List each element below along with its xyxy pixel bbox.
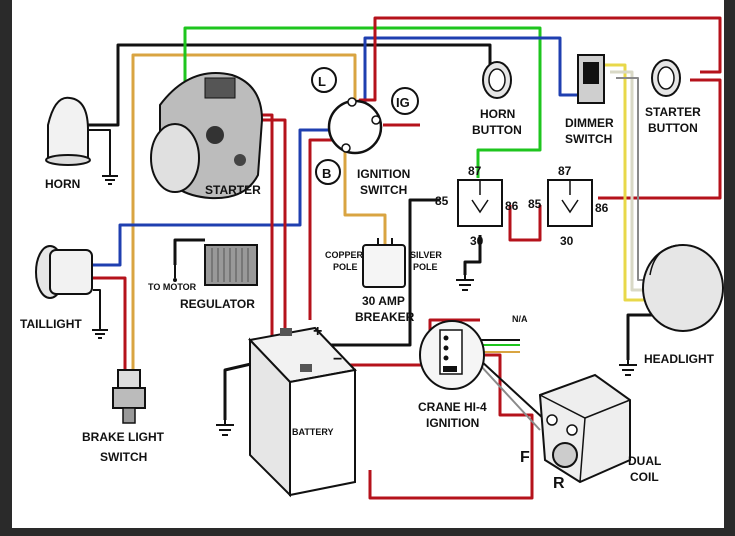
wire-red-relays — [508, 205, 542, 242]
wire-tan-brake — [131, 53, 357, 370]
wire-tan-breaker — [343, 140, 387, 245]
wire-yellow-headlight — [605, 63, 650, 302]
label-na: N/A — [512, 314, 528, 324]
label-horn-button-1: HORN — [480, 107, 515, 121]
ground-icon — [102, 170, 118, 185]
label-crane-2: IGNITION — [426, 416, 479, 430]
wire-taillight-ground — [93, 289, 101, 325]
wire-horn-ground — [88, 129, 111, 170]
label-copper-pole-1: COPPER — [325, 250, 364, 260]
label-starter-button-1: STARTER — [645, 105, 701, 119]
label-r1-85: 85 — [435, 194, 449, 208]
ignition-switch-icon — [327, 97, 383, 155]
label-dimmer-switch-1: DIMMER — [565, 116, 614, 130]
label-r2-87: 87 — [558, 164, 572, 178]
label-taillight: TAILLIGHT — [20, 317, 82, 331]
horn-icon — [45, 96, 91, 166]
label-headlight: HEADLIGHT — [644, 352, 715, 366]
relay-2-icon — [547, 179, 593, 227]
label-regulator: REGULATOR — [180, 297, 255, 311]
label-breaker-2: BREAKER — [355, 310, 415, 324]
wire-red-coil — [368, 353, 534, 500]
breaker-icon — [362, 238, 406, 288]
ignition-terminal-markers — [311, 67, 419, 185]
wire-red-taillight — [93, 276, 127, 370]
crane-ignition-icon — [419, 320, 485, 390]
label-r1-86: 86 — [505, 199, 519, 213]
label-r1-30: 30 — [470, 234, 484, 248]
dimmer-switch-icon — [577, 54, 605, 104]
relay-1-icon — [457, 179, 503, 227]
horn-button-icon — [482, 61, 512, 99]
wire-black-regulator — [173, 238, 205, 265]
labels: HORN STARTER L IG B IGNITION SWITCH HORN… — [20, 74, 715, 492]
ground-icon — [456, 275, 474, 291]
regulator-icon — [173, 244, 258, 286]
wire-black-coil — [479, 359, 546, 421]
ground-icon — [216, 420, 234, 436]
label-starter: STARTER — [205, 183, 261, 197]
label-ignition-switch-1: IGNITION — [357, 167, 410, 181]
wire-black-relay85 — [330, 198, 440, 347]
label-coil-r: R — [553, 475, 565, 492]
wire-black-relay30 — [463, 235, 482, 275]
label-r2-30: 30 — [560, 234, 574, 248]
label-minus: − — [333, 351, 342, 368]
wire-white-headlight — [610, 70, 650, 292]
label-starter-button-2: BUTTON — [648, 121, 698, 135]
starter-button-icon — [651, 59, 681, 97]
label-silver-pole-1: SILVER — [410, 250, 442, 260]
label-crane-1: CRANE HI-4 — [418, 400, 487, 414]
label-copper-pole-2: POLE — [333, 262, 358, 272]
label-terminal-b: B — [322, 166, 331, 181]
label-terminal-ig: IG — [396, 95, 410, 110]
wire-black-horn — [88, 43, 492, 127]
brake-light-switch-icon — [112, 369, 146, 424]
ground-icon — [619, 360, 637, 376]
label-breaker-1: 30 AMP — [362, 294, 405, 308]
label-silver-pole-2: POLE — [413, 262, 438, 272]
label-to-motor: TO MOTOR — [148, 282, 197, 292]
battery-icon — [248, 326, 357, 498]
label-battery: BATTERY — [292, 427, 334, 437]
label-dimmer-switch-2: SWITCH — [565, 132, 612, 146]
label-brake-switch-1: BRAKE LIGHT — [82, 430, 165, 444]
label-dual-coil-2: COIL — [630, 470, 659, 484]
label-terminal-l: L — [318, 74, 326, 89]
label-coil-f: F — [520, 449, 530, 466]
ground-icon — [92, 325, 108, 339]
label-ignition-switch-2: SWITCH — [360, 183, 407, 197]
label-horn-button-2: BUTTON — [472, 123, 522, 137]
ground-symbols — [92, 170, 637, 436]
wire-gray-coil — [479, 364, 541, 431]
label-r2-86: 86 — [595, 201, 609, 215]
wire-red-top — [358, 16, 722, 115]
taillight-icon — [35, 245, 93, 299]
label-dual-coil-1: DUAL — [628, 454, 661, 468]
dual-coil-icon — [538, 373, 631, 484]
label-horn: HORN — [45, 177, 80, 191]
label-r1-87: 87 — [468, 164, 482, 178]
headlight-icon — [642, 244, 724, 332]
wire-red-starter-button — [598, 78, 722, 200]
label-plus: + — [313, 323, 322, 340]
label-r2-85: 85 — [528, 197, 542, 211]
label-brake-switch-2: SWITCH — [100, 450, 147, 464]
starter-icon — [150, 72, 264, 200]
